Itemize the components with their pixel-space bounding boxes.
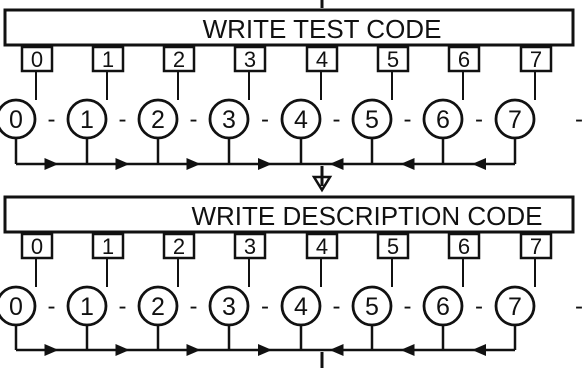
state-node-label: 1 <box>80 293 94 321</box>
collection-bus <box>14 325 517 356</box>
state-node-label: 6 <box>436 293 450 321</box>
node-connector: - <box>190 106 198 133</box>
stage-title: WRITE DESCRIPTION CODE <box>191 201 542 231</box>
node-connector: - <box>48 106 56 133</box>
register-box-label: 2 <box>173 47 185 72</box>
stage-title-box <box>3 8 575 47</box>
state-node-label: 7 <box>508 106 522 134</box>
register-box-label: 2 <box>173 234 185 259</box>
register-box <box>91 232 125 260</box>
bus-arrowhead <box>258 344 272 356</box>
register-box <box>20 45 54 73</box>
register-box <box>20 232 54 260</box>
node-connector: - <box>190 293 198 320</box>
register-box-label: 3 <box>244 234 256 259</box>
state-node-row: 0-1-2-3-4-5-6-7- <box>0 98 583 140</box>
stage-title: WRITE TEST CODE <box>203 14 442 44</box>
state-node-label: 5 <box>365 106 379 134</box>
register-box-label: 7 <box>530 47 542 72</box>
state-node-label: 0 <box>9 106 23 134</box>
state-node-label: 3 <box>222 106 236 134</box>
state-node-label: 5 <box>365 293 379 321</box>
register-box-row: 0 1 2 3 4 5 6 7 <box>20 44 553 100</box>
register-box-label: 1 <box>102 234 114 259</box>
register-box-row: 0 1 2 3 4 5 6 7 <box>20 231 553 287</box>
node-connector: - <box>48 293 56 320</box>
collection-bus <box>14 138 517 170</box>
bus-arrowhead <box>186 158 201 170</box>
node-connector: - <box>333 106 341 133</box>
transfer-arrow <box>311 166 333 193</box>
register-box-label: 0 <box>31 47 43 72</box>
register-box <box>305 45 339 73</box>
bus-arrowhead <box>44 158 59 170</box>
register-box-label: 4 <box>316 234 328 259</box>
bus-arrowhead <box>115 344 130 356</box>
stage-title-box <box>3 195 575 234</box>
state-node-label: 4 <box>294 293 308 321</box>
register-box-label: 0 <box>31 234 43 259</box>
node-connector: - <box>261 106 269 133</box>
node-connector-trailing: - <box>575 106 583 133</box>
node-connector: - <box>404 293 412 320</box>
node-connector: - <box>119 293 127 320</box>
state-node-label: 4 <box>294 106 308 134</box>
state-node-label: 7 <box>508 293 522 321</box>
register-box-label: 5 <box>387 47 399 72</box>
register-box-label: 3 <box>244 47 256 72</box>
register-box-label: 6 <box>458 234 470 259</box>
node-connector: - <box>119 106 127 133</box>
bus-arrowhead <box>329 158 344 170</box>
node-connector: - <box>404 106 412 133</box>
register-box-label: 6 <box>458 47 470 72</box>
register-box-label: 5 <box>387 234 399 259</box>
state-node-label: 1 <box>80 106 94 134</box>
state-node-label: 2 <box>151 293 165 321</box>
register-box-label: 1 <box>102 47 114 72</box>
node-connector: - <box>475 106 483 133</box>
bus-arrowhead <box>400 344 415 356</box>
state-node-label: 0 <box>9 293 23 321</box>
node-connector: - <box>333 293 341 320</box>
node-connector: - <box>475 293 483 320</box>
bus-arrowhead <box>329 344 344 356</box>
bus-arrowhead <box>44 344 59 356</box>
bus-arrowhead <box>115 158 130 170</box>
node-connector: - <box>261 293 269 320</box>
bus-arrowhead <box>472 158 486 170</box>
bus-arrowhead <box>400 158 415 170</box>
register-box-label: 7 <box>530 234 542 259</box>
register-box-label: 4 <box>316 47 328 72</box>
state-node-row: 0-1-2-3-4-5-6-7- <box>0 285 583 327</box>
bus-arrowhead <box>472 344 486 356</box>
state-node-label: 2 <box>151 106 165 134</box>
state-node-label: 6 <box>436 106 450 134</box>
register-box <box>447 232 481 260</box>
bus-arrowhead <box>258 158 272 170</box>
state-node-label: 3 <box>222 293 236 321</box>
node-connector-trailing: - <box>575 293 583 320</box>
bus-arrowhead <box>186 344 201 356</box>
